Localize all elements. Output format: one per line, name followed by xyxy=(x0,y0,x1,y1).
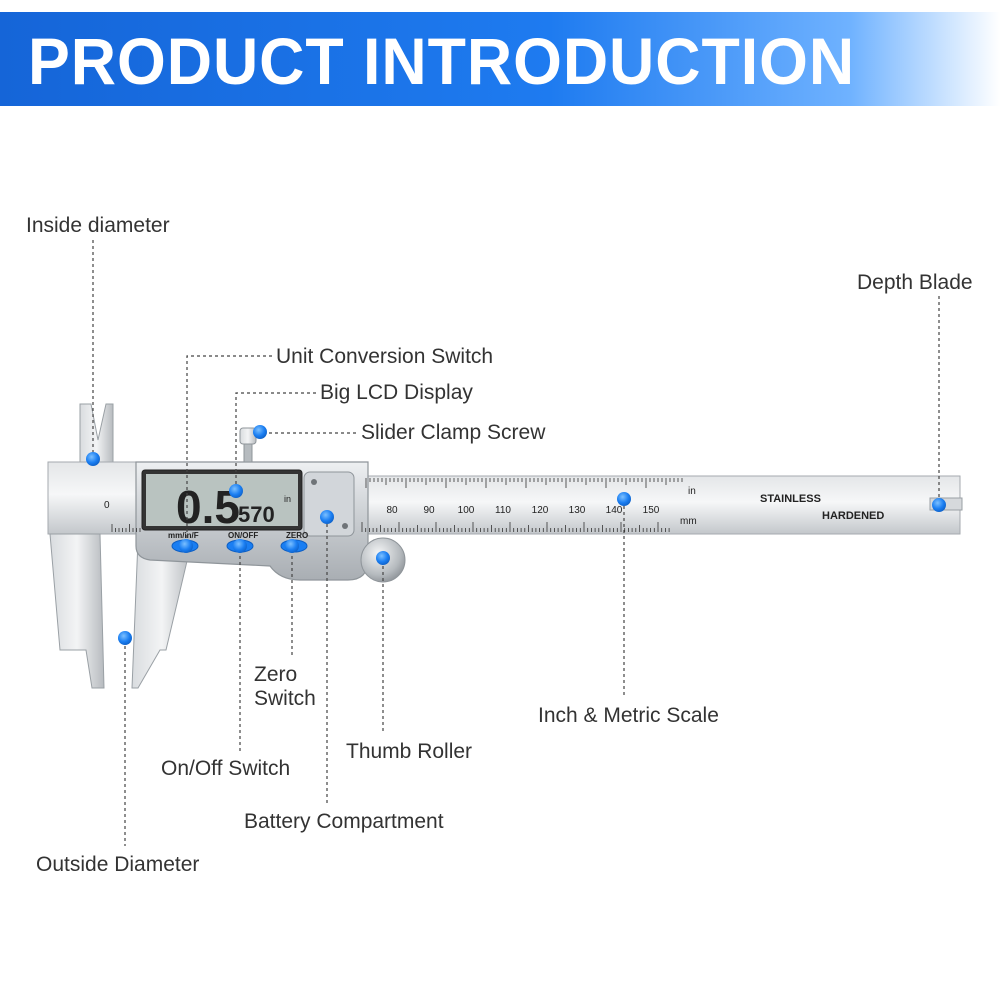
leader-unit-conversion xyxy=(186,355,272,546)
metric-tick-label: 100 xyxy=(458,505,475,516)
left-scale-ticks xyxy=(111,524,141,532)
inch-scale-ticks xyxy=(365,478,683,488)
clamp-screw-stem xyxy=(243,441,253,463)
left-zero-label: 0 xyxy=(104,500,110,511)
metric-scale-ticks xyxy=(361,522,670,532)
fixed-outside-jaw xyxy=(49,533,105,689)
lcd-sub-digits: 570 xyxy=(238,502,275,527)
title-banner: PRODUCT INTRODUCTION xyxy=(0,12,1000,106)
beam-head xyxy=(47,461,141,535)
label-depth-blade: Depth Blade xyxy=(857,271,973,294)
zero-button-label: ZERO xyxy=(286,531,308,540)
label-big-lcd-display: Big LCD Display xyxy=(320,381,473,404)
label-inch-metric-scale: Inch & Metric Scale xyxy=(538,704,719,727)
label-unit-conversion-switch: Unit Conversion Switch xyxy=(276,345,494,368)
stamp-stainless: STAINLESS xyxy=(760,493,821,505)
dot-inside-diameter xyxy=(86,452,100,466)
metric-tick-label: 120 xyxy=(532,505,549,516)
banner-title: PRODUCT INTRODUCTION xyxy=(28,24,856,98)
leader-lines xyxy=(92,240,940,846)
label-inside-diameter: Inside diameter xyxy=(26,214,170,237)
dot-depth-blade xyxy=(932,498,946,512)
mm-unit-label: mm xyxy=(680,516,697,527)
metric-tick-label: 110 xyxy=(495,505,511,516)
metric-tick-label: 80 xyxy=(386,505,398,516)
metric-tick-label: 90 xyxy=(423,505,435,516)
lcd-screen xyxy=(146,474,298,526)
label-outside-diameter: Outside Diameter xyxy=(36,853,200,876)
metric-tick-label: 150 xyxy=(643,505,660,516)
dot-slider-clamp xyxy=(253,425,267,439)
leader-big-lcd xyxy=(235,392,316,490)
dot-thumb-roller xyxy=(376,551,390,565)
label-zero-switch: Zero Switch xyxy=(254,663,316,710)
callout-dots xyxy=(86,425,946,645)
stamp-hardened: HARDENED xyxy=(822,510,884,522)
metric-scale-labels: 80 90 100 110 120 130 140 150 xyxy=(386,505,659,516)
label-battery-compartment: Battery Compartment xyxy=(244,810,444,833)
unit-button-label: mm/in/F xyxy=(168,531,199,540)
dot-outside-diameter xyxy=(118,631,132,645)
battery-cover-plate xyxy=(303,471,355,537)
fixed-inside-jaw xyxy=(79,403,114,463)
power-button-label: ON/OFF xyxy=(228,531,258,540)
dot-unit-conversion xyxy=(179,539,193,553)
label-on-off-switch: On/Off Switch xyxy=(161,757,291,780)
label-slider-clamp-screw: Slider Clamp Screw xyxy=(361,421,546,444)
inch-unit-label: in xyxy=(688,486,696,497)
dot-big-lcd xyxy=(229,484,243,498)
dot-on-off xyxy=(233,539,247,553)
dot-inch-metric xyxy=(617,492,631,506)
lcd-unit: in xyxy=(284,494,291,504)
metric-tick-label: 140 xyxy=(606,505,623,516)
dot-zero-switch xyxy=(285,539,299,553)
dot-battery xyxy=(320,510,334,524)
metric-tick-label: 130 xyxy=(569,505,586,516)
label-thumb-roller: Thumb Roller xyxy=(346,740,473,763)
